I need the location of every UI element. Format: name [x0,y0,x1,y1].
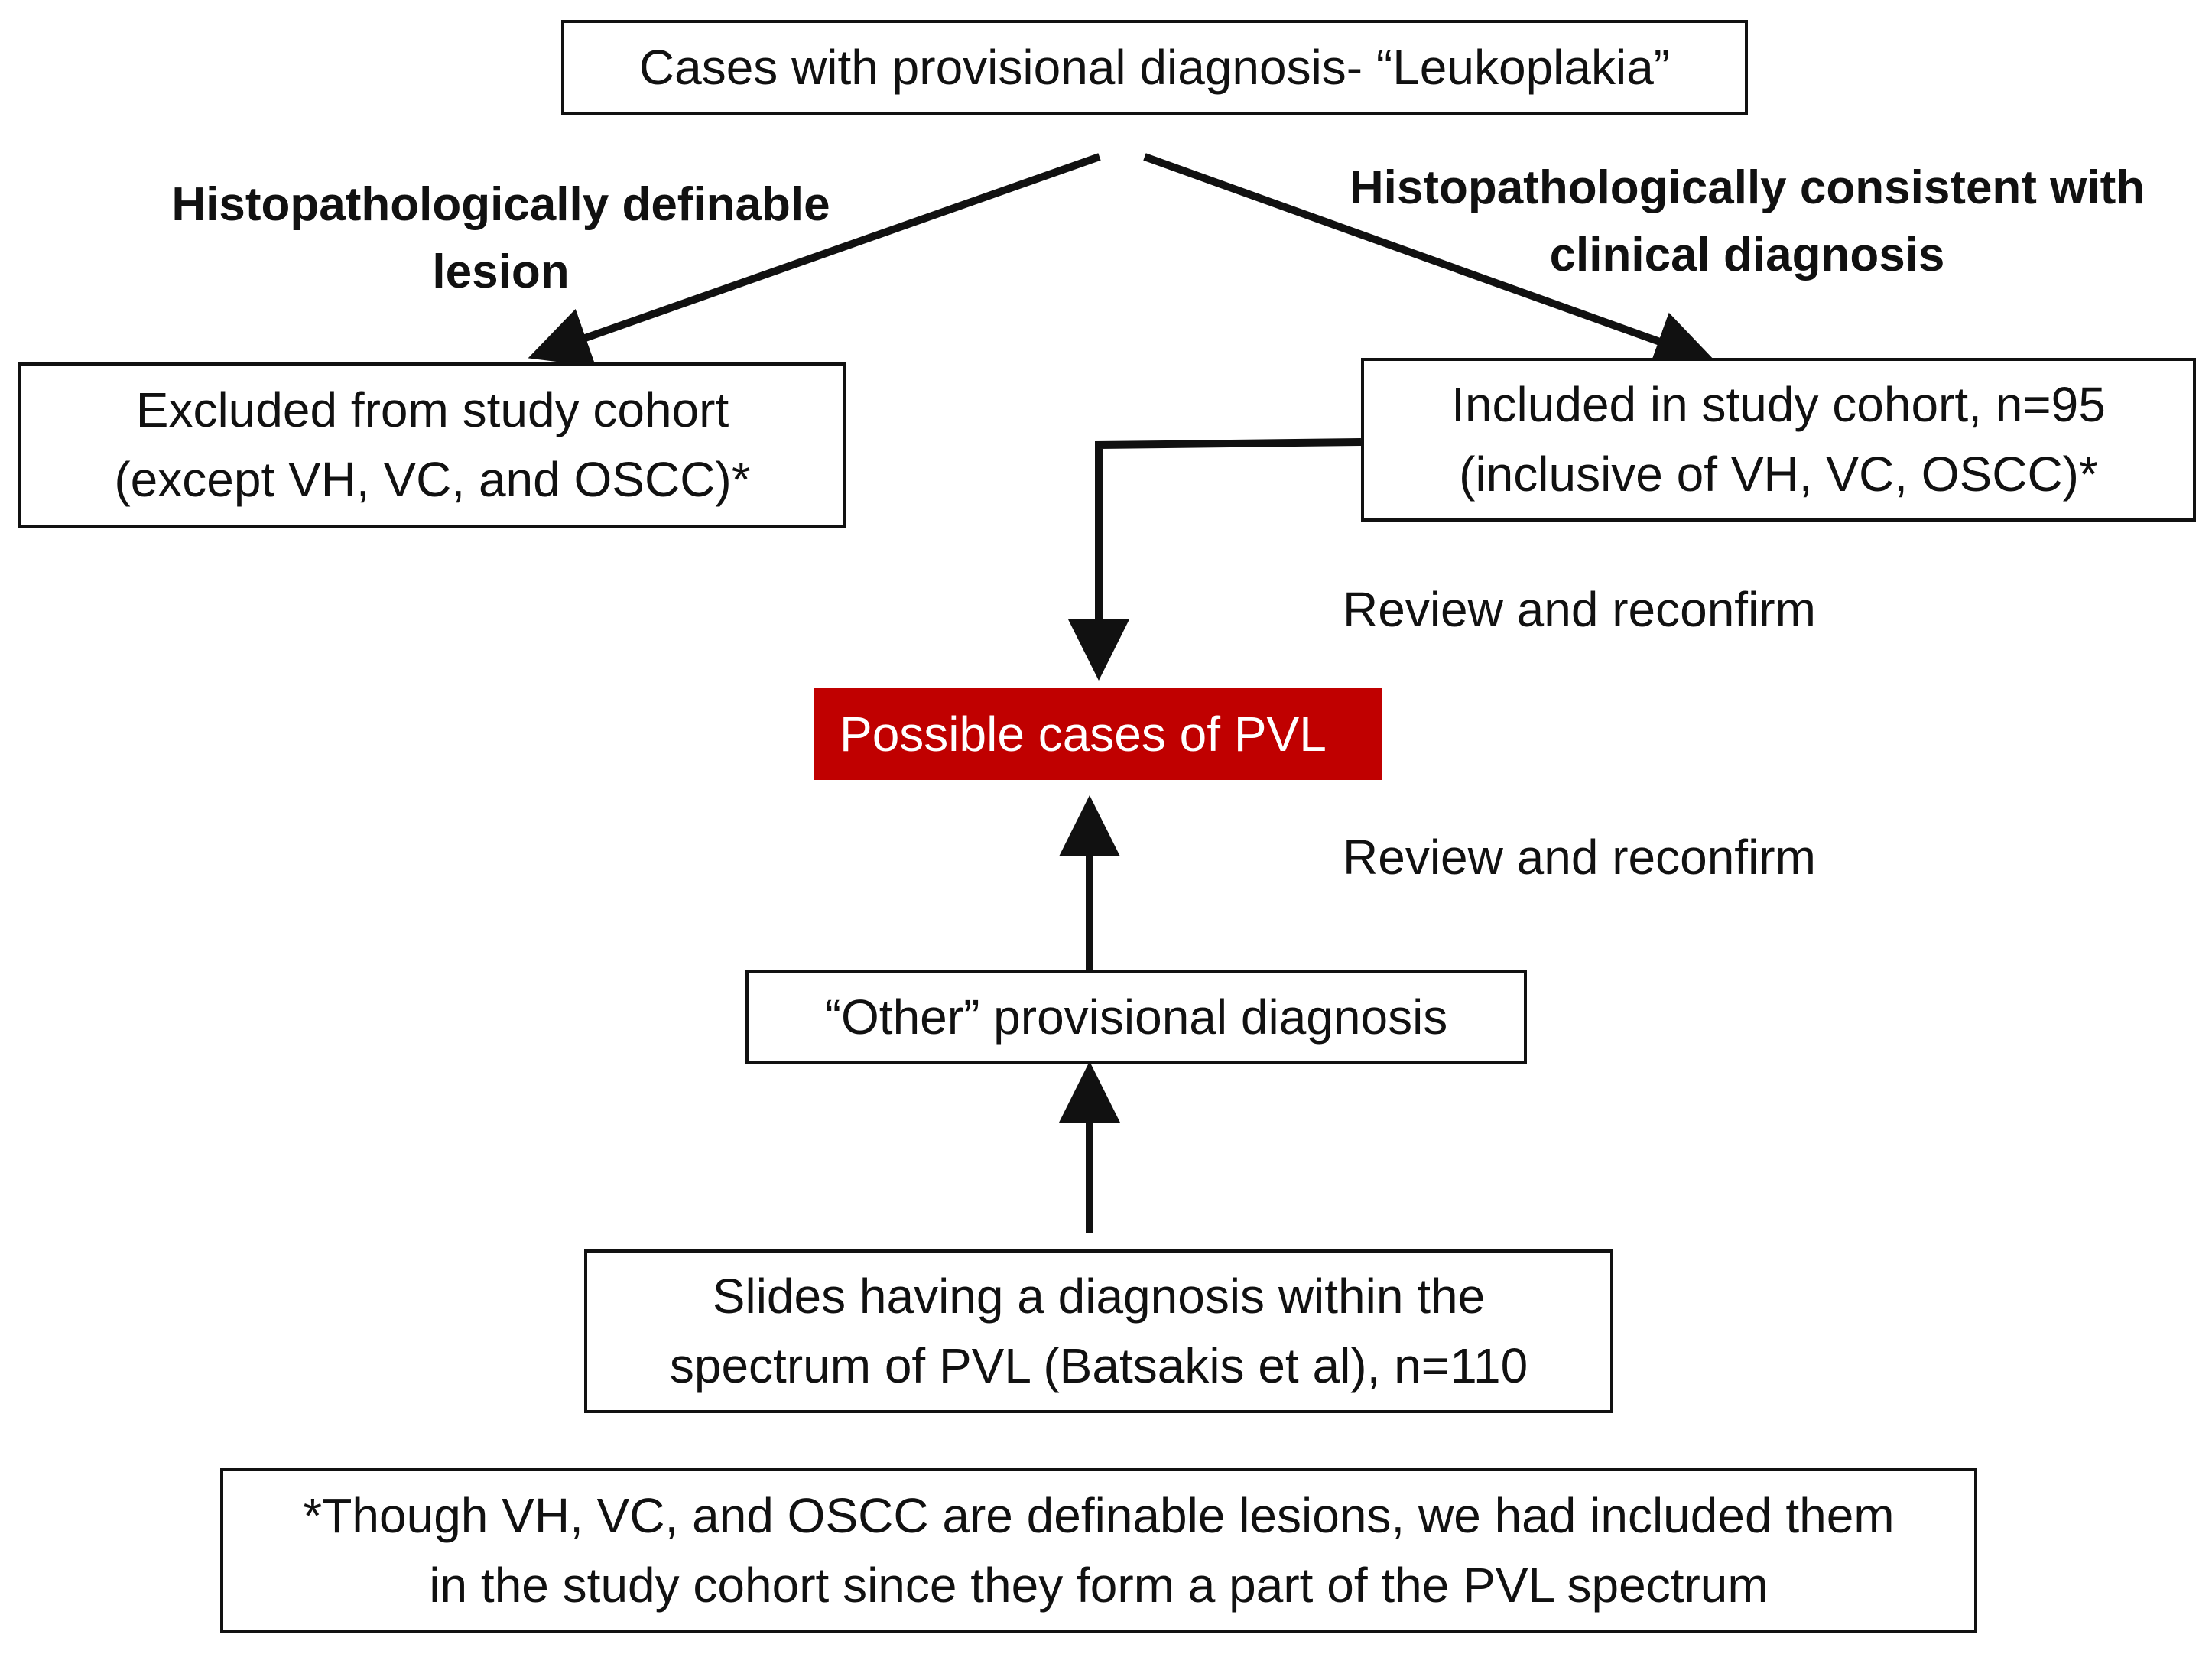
excluded-node: Excluded from study cohort (except VH, V… [18,362,846,528]
review-label-bottom: Review and reconfirm [1343,830,1816,885]
left-edge-label: Histopathologically definable lesion [122,171,879,306]
right-edge-label: Histopathologically consistent with clin… [1330,154,2164,289]
footnote: *Though VH, VC, and OSCC are definable l… [220,1468,1977,1633]
included-node: Included in study cohort, n=95 (inclusiv… [1361,358,2196,522]
footnote-line1: *Though VH, VC, and OSCC are definable l… [303,1488,1895,1544]
other-node: “Other” provisional diagnosis [745,970,1527,1064]
included-node-line1: Included in study cohort, n=95 [1451,377,2106,433]
footnote-line2: in the study cohort since they form a pa… [429,1558,1769,1613]
right-edge-label-line2: clinical diagnosis [1549,229,1945,282]
arrow-to-excluded [528,153,1101,367]
left-edge-label-line2: lesion [432,245,570,299]
start-node: Cases with provisional diagnosis- “Leuko… [561,20,1748,115]
excluded-node-line2: (except VH, VC, and OSCC)* [114,452,751,507]
slides-node-line2: spectrum of PVL (Batsakis et al), n=110 [669,1338,1528,1393]
review-label-top: Review and reconfirm [1343,582,1816,637]
included-node-line2: (inclusive of VH, VC, OSCC)* [1459,447,2098,502]
pvl-node: Possible cases of PVL [814,688,1382,780]
right-edge-label-line1: Histopathologically consistent with [1349,161,2145,214]
slides-node-line1: Slides having a diagnosis within the [712,1269,1486,1324]
arrow-to-included [1143,153,1717,370]
pvl-node-label: Possible cases of PVL [840,706,1327,762]
left-edge-label-line1: Histopathologically definable [171,178,830,231]
excluded-node-line1: Excluded from study cohort [135,382,729,438]
other-node-label: “Other” provisional diagnosis [824,989,1448,1045]
arrow-included-to-pvl [1068,438,1362,681]
slides-node: Slides having a diagnosis within the spe… [584,1249,1613,1413]
start-node-label: Cases with provisional diagnosis- “Leuko… [638,39,1671,95]
